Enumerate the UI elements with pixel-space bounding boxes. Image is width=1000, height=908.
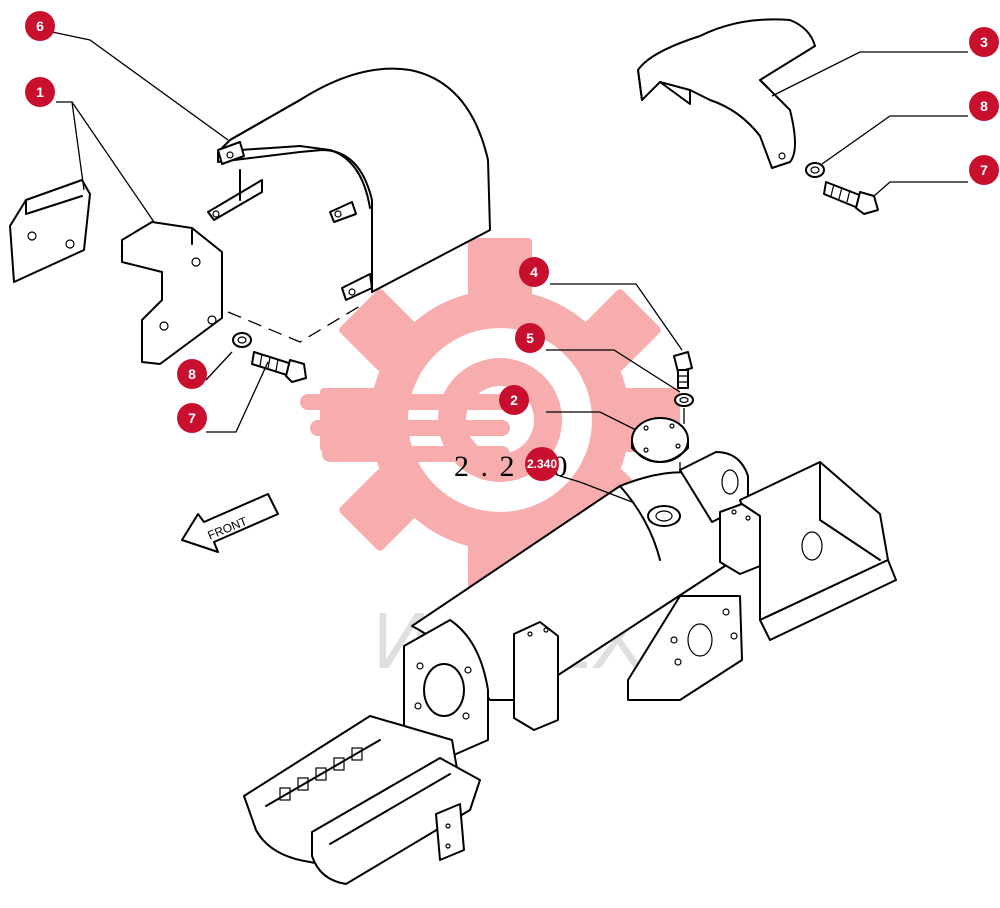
front-arrow: FRONT xyxy=(181,493,279,553)
svg-text:7: 7 xyxy=(980,162,988,178)
callout-1: 1 xyxy=(25,77,55,107)
svg-text:4: 4 xyxy=(530,264,538,280)
svg-text:8: 8 xyxy=(188,366,196,382)
callout-7-right: 7 xyxy=(969,155,999,185)
part-bolt-7-right xyxy=(823,181,879,215)
svg-text:7: 7 xyxy=(188,410,196,426)
callout-6: 6 xyxy=(25,11,55,41)
svg-text:2.340: 2.340 xyxy=(527,457,557,471)
svg-text:3: 3 xyxy=(980,34,988,50)
rail-notches xyxy=(279,747,363,801)
part-washer-5 xyxy=(674,393,694,407)
svg-text:2: 2 xyxy=(510,392,518,408)
callout-3: 3 xyxy=(969,27,999,57)
part-cover-6 xyxy=(207,67,491,301)
part-washer-8-left xyxy=(232,332,252,348)
part-cover-3 xyxy=(637,18,816,169)
svg-text:8: 8 xyxy=(980,98,988,114)
axle-housing xyxy=(243,451,897,885)
part-bolt-7-left xyxy=(251,351,307,383)
part-washer-8-right xyxy=(805,162,825,178)
callout-5: 5 xyxy=(515,323,545,353)
callout-8-left: 8 xyxy=(177,359,207,389)
part-bracket-1a xyxy=(9,179,91,283)
part-plate-2 xyxy=(631,417,689,463)
svg-text:6: 6 xyxy=(36,18,44,34)
callout-8-right: 8 xyxy=(969,91,999,121)
svg-text:1: 1 xyxy=(36,84,44,100)
part-bracket-1b xyxy=(121,221,223,365)
leader-lines xyxy=(51,31,968,503)
callout-reference-badge: 2.340 xyxy=(525,447,559,481)
svg-text:5: 5 xyxy=(526,330,534,346)
callout-2: 2 xyxy=(499,385,529,415)
callout-7-left: 7 xyxy=(177,403,207,433)
callout-4: 4 xyxy=(519,257,549,287)
part-bolt-4 xyxy=(673,351,693,389)
